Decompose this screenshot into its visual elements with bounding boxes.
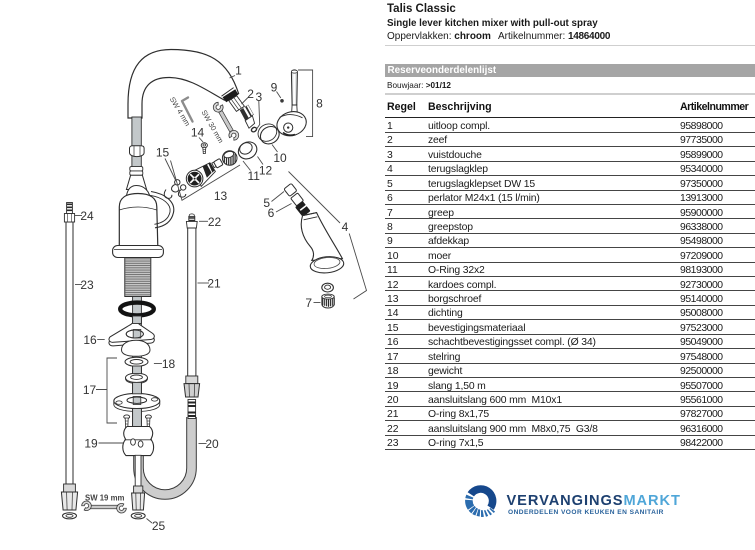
svg-text:12: 12	[259, 164, 273, 178]
svg-text:6: 6	[268, 206, 275, 220]
svg-text:19: 19	[84, 437, 98, 451]
svg-text:14: 14	[191, 126, 205, 140]
svg-text:1: 1	[235, 64, 242, 78]
svg-text:5: 5	[263, 196, 270, 210]
svg-text:3: 3	[256, 90, 263, 104]
svg-text:18: 18	[162, 357, 176, 371]
svg-text:20: 20	[205, 437, 219, 451]
svg-text:8: 8	[316, 97, 323, 111]
svg-text:2: 2	[247, 87, 254, 101]
svg-text:7: 7	[305, 296, 312, 310]
svg-text:16: 16	[83, 333, 97, 347]
svg-text:4: 4	[342, 220, 349, 234]
svg-text:23: 23	[80, 278, 94, 292]
svg-text:SW 19 mm: SW 19 mm	[85, 494, 124, 503]
svg-text:15: 15	[156, 146, 170, 160]
svg-text:9: 9	[271, 81, 278, 95]
svg-text:17: 17	[83, 383, 97, 397]
svg-text:25: 25	[152, 519, 166, 533]
svg-text:24: 24	[80, 209, 94, 223]
svg-text:11: 11	[247, 169, 260, 183]
svg-text:13: 13	[214, 189, 228, 203]
svg-text:21: 21	[207, 277, 221, 291]
svg-text:22: 22	[208, 215, 222, 229]
svg-text:10: 10	[273, 151, 287, 165]
